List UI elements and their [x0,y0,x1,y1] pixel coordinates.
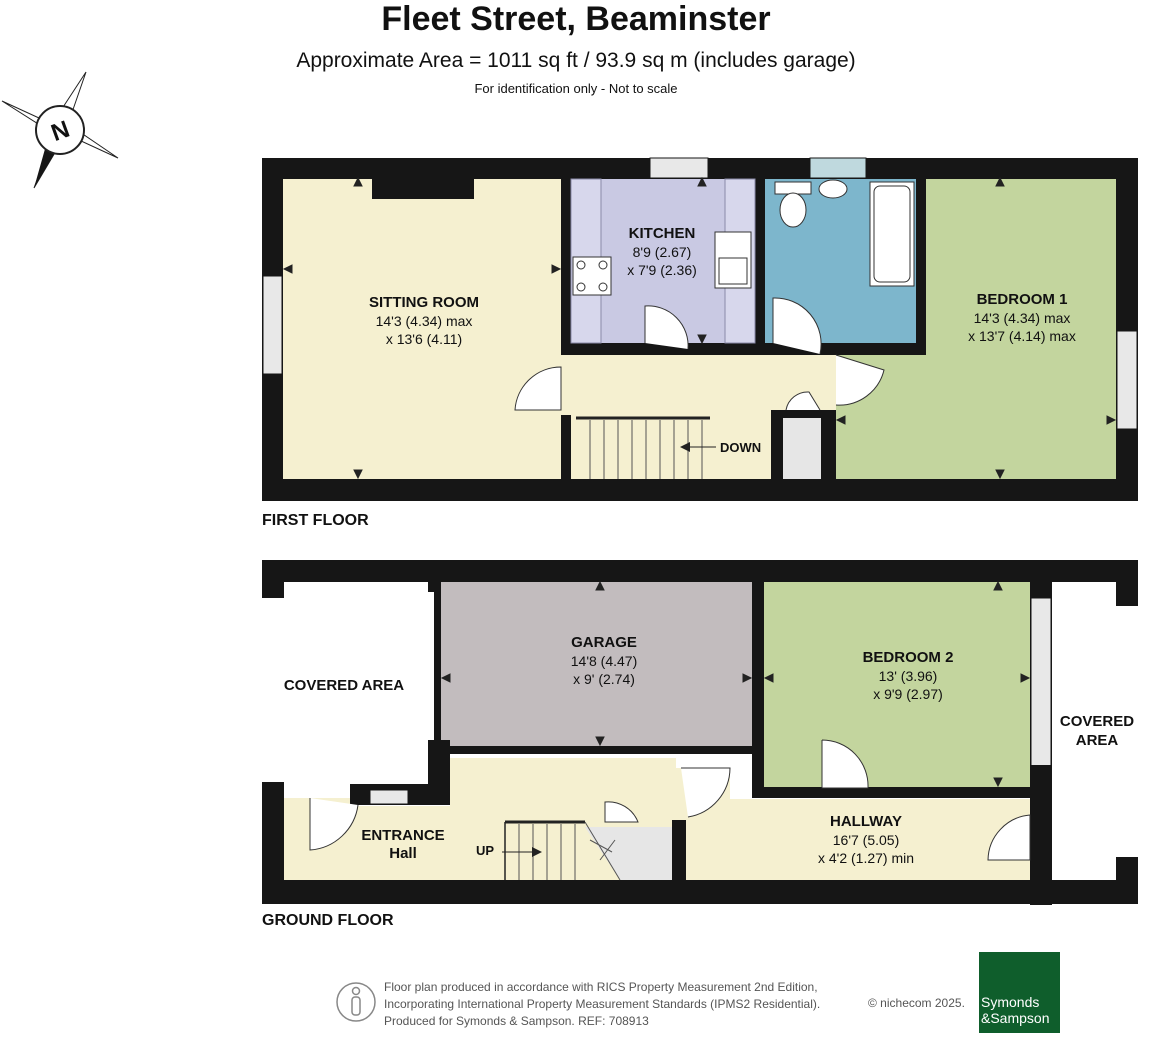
bedroom2-name: BEDROOM 2 [863,649,954,666]
brand-name-1: Symonds [981,994,1040,1010]
brand-name-2: &Sampson [981,1010,1050,1026]
sink-icon [714,231,752,289]
stairs-up-label: UP [476,843,494,858]
bedroom2-door [821,739,869,789]
entrance-hall-and-hallway [284,758,1030,880]
basin-icon [818,179,848,199]
footer-line-3: Produced for Symonds & Sampson. REF: 708… [384,1014,649,1028]
garage-door [681,767,731,818]
bedroom1-dim2: x 13'7 (4.14) max [968,328,1076,344]
sitting-window [262,275,283,375]
entrance-window [369,789,409,805]
store-door [785,391,821,411]
garage [441,582,752,746]
bedroom2-dim1: 13' (3.96) [879,668,938,684]
entrance-hall-name-2: Hall [389,845,417,862]
brand-logo: Symonds &Sampson [979,952,1060,1033]
first-floor-stairs [576,416,716,479]
bedroom-1 [836,179,1116,479]
bedroom-2 [764,582,1030,787]
kitchen-dim1: 8'9 (2.67) [633,244,692,260]
covered-area-right-label-2: AREA [1076,732,1119,749]
covered-area-left-label: COVERED AREA [284,677,404,694]
ground-floor [262,560,1138,905]
sitting-room [283,179,561,479]
entrance-hall-name-1: ENTRANCE [361,827,444,844]
hallway-name: HALLWAY [830,813,902,830]
kitchen-name: KITCHEN [629,225,696,242]
first-floor [262,157,1138,501]
chimney-breast [372,179,474,199]
page-title: Fleet Street, Beaminster [381,0,771,38]
ground-floor-stairs [502,820,621,881]
rear-door [987,814,1031,861]
bedroom2-dim2: x 9'9 (2.97) [873,686,943,702]
bath-icon [869,181,915,287]
ground-floor-label: GROUND FLOOR [262,912,394,929]
hob-icon [572,256,612,296]
area-summary: Approximate Area = 1011 sq ft / 93.9 sq … [296,49,856,72]
front-door [309,798,359,851]
hallway-dim1: 16'7 (5.05) [833,832,900,848]
bedroom1-window [1116,330,1138,430]
kitchen-window [649,157,709,179]
hallway-dim2: x 4'2 (1.27) min [818,850,914,866]
toilet-cistern-icon [774,181,812,195]
bedroom1-name: BEDROOM 1 [977,291,1068,308]
kitchen-dim2: x 7'9 (2.36) [627,262,697,278]
garage-dim2: x 9' (2.74) [573,671,635,687]
footer-line-1: Floor plan produced in accordance with R… [384,980,818,994]
first-floor-dimension-arrows [282,176,1117,480]
bedroom1-door [835,354,885,406]
stairs-down-label: DOWN [720,440,761,455]
kitchen-door [644,305,689,350]
footer-copyright: © nichecom 2025. [868,996,965,1010]
sitting-room-dim1: 14'3 (4.34) max [376,313,473,329]
sitting-room-name: SITTING ROOM [369,294,479,311]
store-cupboard [783,418,821,479]
cupboard-door [604,801,639,823]
bedroom1-dim1: 14'3 (4.34) max [974,310,1071,326]
bathroom-window [809,157,867,179]
footer-line-2: Incorporating International Property Mea… [384,997,821,1011]
bathroom-door [772,297,822,355]
compass-icon: N [1,71,119,189]
garage-dim1: 14'8 (4.47) [571,653,638,669]
garage-name: GARAGE [571,634,637,651]
disclaimer-note: For identification only - Not to scale [474,81,678,96]
covered-area-right-label-1: COVERED [1060,713,1134,730]
bedroom2-window [1030,597,1052,769]
sitting-room-dim2: x 13'6 (4.11) [386,331,462,347]
understairs-cupboard [585,827,672,880]
footer-text: Floor plan produced in accordance with R… [384,979,820,1030]
person-icon [336,982,376,1022]
sitting-room-door [514,366,562,411]
first-floor-label: FIRST FLOOR [262,512,369,529]
ground-floor-dimension-arrows [440,580,1031,788]
toilet-icon [779,192,807,228]
